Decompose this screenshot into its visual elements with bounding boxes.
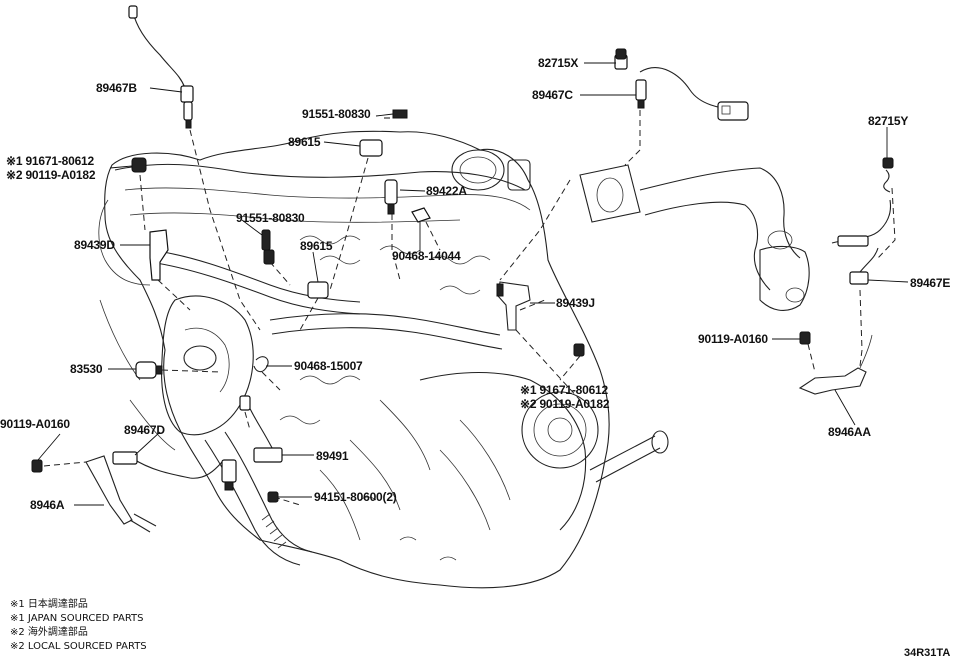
label-89615-lower[interactable]: 89615: [300, 239, 333, 253]
label-89422A[interactable]: 89422A: [426, 184, 468, 198]
label-90468-14044[interactable]: 90468-14044: [392, 249, 461, 263]
label-82715X[interactable]: 82715X: [538, 56, 579, 70]
clip-82715Y-drawing: [882, 157, 894, 193]
label-83530[interactable]: 83530: [70, 362, 103, 376]
label-91671-80612-left[interactable]: ※1 91671-80612: [6, 154, 95, 168]
bracket-8946A-drawing: [31, 455, 157, 533]
legend-line-4: ※2 LOCAL SOURCED PARTS: [10, 641, 147, 652]
label-89439J[interactable]: 89439J: [556, 296, 595, 310]
oxygen-sensor-89467D-drawing: [112, 395, 283, 491]
label-82715Y[interactable]: 82715Y: [868, 114, 909, 128]
bracket-89439J-drawing: [496, 281, 531, 331]
legend-line-3: ※2 海外調達部品: [10, 625, 88, 638]
label-91551-80830-upper[interactable]: 91551-80830: [302, 107, 371, 121]
label-89467D[interactable]: 89467D: [124, 423, 166, 437]
label-90119-A0160-right[interactable]: 90119-A0160: [698, 332, 769, 346]
legend-line-1: ※1 日本調達部品: [10, 597, 88, 610]
clip-82715X-drawing: [615, 48, 627, 60]
sensor-89615-upper-drawing: [359, 109, 408, 157]
sensor-89422A-drawing: [384, 179, 398, 215]
oxygen-sensor-89467C-drawing: [614, 54, 749, 121]
legend-line-2: ※1 JAPAN SOURCED PARTS: [10, 613, 144, 624]
oxygen-sensor-89467B-drawing: [128, 5, 194, 129]
label-89491[interactable]: 89491: [316, 449, 349, 463]
label-89439D[interactable]: 89439D: [74, 238, 116, 252]
clamp-90468-14044-drawing: [411, 207, 431, 223]
exhaust-pipe-drawing: [579, 164, 810, 311]
engine-assembly-drawing: [98, 130, 669, 589]
label-90119-A0182-left[interactable]: ※2 90119-A0182: [6, 168, 96, 182]
switch-83530-drawing: [135, 361, 163, 379]
label-90119-A0182-middle[interactable]: ※2 90119-A0182: [520, 397, 610, 411]
label-89615-upper[interactable]: 89615: [288, 135, 321, 149]
bolt-90119-middle-drawing: [573, 343, 585, 357]
label-8946AA[interactable]: 8946AA: [828, 425, 872, 439]
connector-lines: [43, 110, 896, 506]
clip-90468-15007-drawing: [253, 356, 269, 373]
label-94151-80600[interactable]: 94151-80600(2): [314, 490, 397, 504]
label-8946A[interactable]: 8946A: [30, 498, 65, 512]
label-89467E[interactable]: 89467E: [910, 276, 951, 290]
sensor-89615-lower-drawing: [263, 249, 329, 299]
part-labels: 89467B 82715X 89467C 91551-80830 89615 8…: [0, 56, 951, 512]
legend: ※1 日本調達部品 ※1 JAPAN SOURCED PARTS ※2 海外調達…: [10, 597, 147, 652]
label-91671-80612-middle[interactable]: ※1 91671-80612: [520, 383, 609, 397]
nut-94151-drawing: [267, 491, 279, 503]
label-91551-80830-lower[interactable]: 91551-80830: [236, 211, 305, 225]
reference-code: 34R31TA: [904, 647, 950, 659]
bracket-89439D-drawing: [131, 157, 169, 281]
bracket-8946AA-drawing: [798, 331, 873, 395]
bolt-91551-lower-drawing: [261, 229, 271, 251]
label-90119-A0160-left[interactable]: 90119-A0160: [0, 417, 71, 431]
leader-lines: [37, 62, 909, 506]
label-89467C[interactable]: 89467C: [532, 88, 574, 102]
label-90468-15007[interactable]: 90468-15007: [294, 359, 363, 373]
oxygen-sensor-89467E-drawing: [831, 199, 892, 285]
label-89467B[interactable]: 89467B: [96, 81, 138, 95]
